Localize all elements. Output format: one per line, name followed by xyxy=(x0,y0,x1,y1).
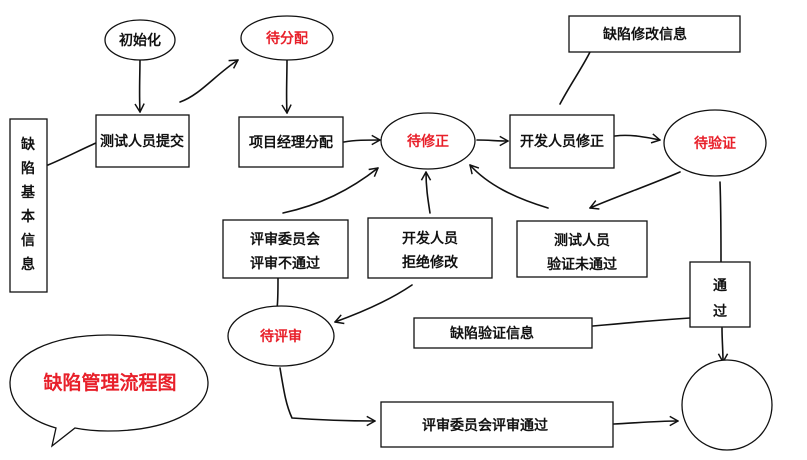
node-dev-reject: 开发人员 拒绝修改 xyxy=(367,217,493,279)
box-dev-fix xyxy=(509,114,615,169)
box-defect-basic-info xyxy=(9,118,48,293)
arrow-dev-reject-to-pending-fix xyxy=(420,171,432,214)
node-tester-fail: 测试人员 验证未通过 xyxy=(516,220,648,278)
line-basic-info-to-tester-submit xyxy=(47,142,97,166)
label-dev-reject-line-2: 拒绝修改 xyxy=(402,254,459,271)
label-pending-review: 待评审 xyxy=(260,328,302,345)
label-pending-assign: 待分配 xyxy=(266,30,308,47)
label-dev-fix: 开发人员修正 xyxy=(520,133,604,150)
node-committee-pass: 评审委员会评审通过 xyxy=(380,401,614,448)
arrow-committee-pass-to-end xyxy=(613,415,679,427)
label-committee-pass: 评审委员会评审通过 xyxy=(422,417,548,434)
node-defect-verify-info: 缺陷验证信息 xyxy=(413,317,593,349)
label-pending-fix: 待修正 xyxy=(407,133,449,150)
arrow-dev-fix-to-pending-verify xyxy=(614,133,661,144)
title-callout: 缺陷管理流程图 xyxy=(9,334,209,448)
arrow-passed-to-end xyxy=(717,327,729,363)
ellipse-pending-verify xyxy=(663,109,767,177)
label-tester-fail-line-1: 测试人员 xyxy=(554,232,610,249)
label-defect-verify-info: 缺陷验证信息 xyxy=(450,325,534,342)
label-passed-char-1: 通 xyxy=(713,278,727,294)
ellipse-pending-review xyxy=(227,305,335,367)
label-tester-fail-line-2: 验证未通过 xyxy=(547,256,617,273)
connectors xyxy=(47,51,729,427)
end-circle xyxy=(681,359,773,451)
label-basic-info-char-4: 本 xyxy=(21,208,36,225)
diagram-title: 缺陷管理流程图 xyxy=(43,371,176,394)
node-end xyxy=(681,359,773,451)
label-committee-reject-line-1: 评审委员会 xyxy=(250,231,321,248)
node-pending-review: 待评审 xyxy=(227,305,335,367)
node-passed: 通 过 xyxy=(689,261,751,328)
label-basic-info-char-6: 息 xyxy=(21,256,35,273)
arrow-pm-assign-to-pending-fix xyxy=(343,134,381,146)
ellipse-pending-fix xyxy=(380,112,476,170)
node-init: 初始化 xyxy=(104,19,176,61)
arrow-dev-reject-to-pending-review xyxy=(334,284,413,325)
arrow-pending-review-to-committee-pass xyxy=(279,367,376,427)
label-defect-fix-info: 缺陷修改信息 xyxy=(603,26,687,43)
node-committee-reject: 评审委员会 评审不通过 xyxy=(222,219,349,279)
arrow-committee-reject-to-pending-fix xyxy=(282,167,379,214)
line-verify-info-to-passed xyxy=(592,317,691,327)
box-passed xyxy=(689,261,751,328)
label-basic-info-char-1: 缺 xyxy=(21,136,36,153)
label-dev-reject-line-1: 开发人员 xyxy=(402,230,458,247)
box-committee-reject xyxy=(222,219,349,279)
label-init: 初始化 xyxy=(119,32,161,49)
label-passed-char-2: 过 xyxy=(713,303,727,320)
label-pending-verify: 待验证 xyxy=(694,135,736,152)
node-defect-fix-info: 缺陷修改信息 xyxy=(568,15,741,53)
node-pending-assign: 待分配 xyxy=(240,15,334,61)
box-dev-reject xyxy=(367,217,493,279)
node-pending-verify: 待验证 xyxy=(663,109,767,177)
box-committee-pass xyxy=(380,401,614,448)
arrow-tester-submit-to-pending-assign xyxy=(179,59,239,103)
box-defect-verify-info xyxy=(413,317,593,349)
node-tester-submit: 测试人员提交 xyxy=(95,114,190,168)
speech-bubble-shape xyxy=(9,334,209,448)
label-tester-submit: 测试人员提交 xyxy=(100,133,184,150)
node-pending-fix: 待修正 xyxy=(380,112,476,170)
label-basic-info-char-2: 陷 xyxy=(21,160,35,177)
box-tester-fail xyxy=(516,220,648,278)
ellipse-pending-assign xyxy=(240,15,334,61)
box-defect-fix-info xyxy=(568,15,741,53)
label-basic-info-char-5: 信 xyxy=(21,232,35,249)
label-committee-reject-line-2: 评审不通过 xyxy=(250,255,320,272)
line-committee-reject-to-pending-review xyxy=(276,277,279,309)
node-dev-fix: 开发人员修正 xyxy=(509,114,615,169)
label-pm-assign: 项目经理分配 xyxy=(249,134,333,151)
node-defect-basic-info: 缺 陷 基 本 信 息 xyxy=(9,118,48,293)
label-basic-info-char-3: 基 xyxy=(21,184,36,201)
line-dev-fix-to-fix-info xyxy=(559,51,591,105)
ellipse-init xyxy=(104,19,176,61)
node-pm-assign: 项目经理分配 xyxy=(238,116,344,168)
arrow-tester-fail-to-pending-fix xyxy=(469,164,549,209)
arrow-pending-verify-to-tester-fail xyxy=(589,171,681,210)
box-tester-submit xyxy=(95,114,190,168)
box-pm-assign xyxy=(238,116,344,168)
arrow-pending-fix-to-dev-fix xyxy=(476,135,509,147)
line-pending-verify-to-passed xyxy=(719,181,722,263)
